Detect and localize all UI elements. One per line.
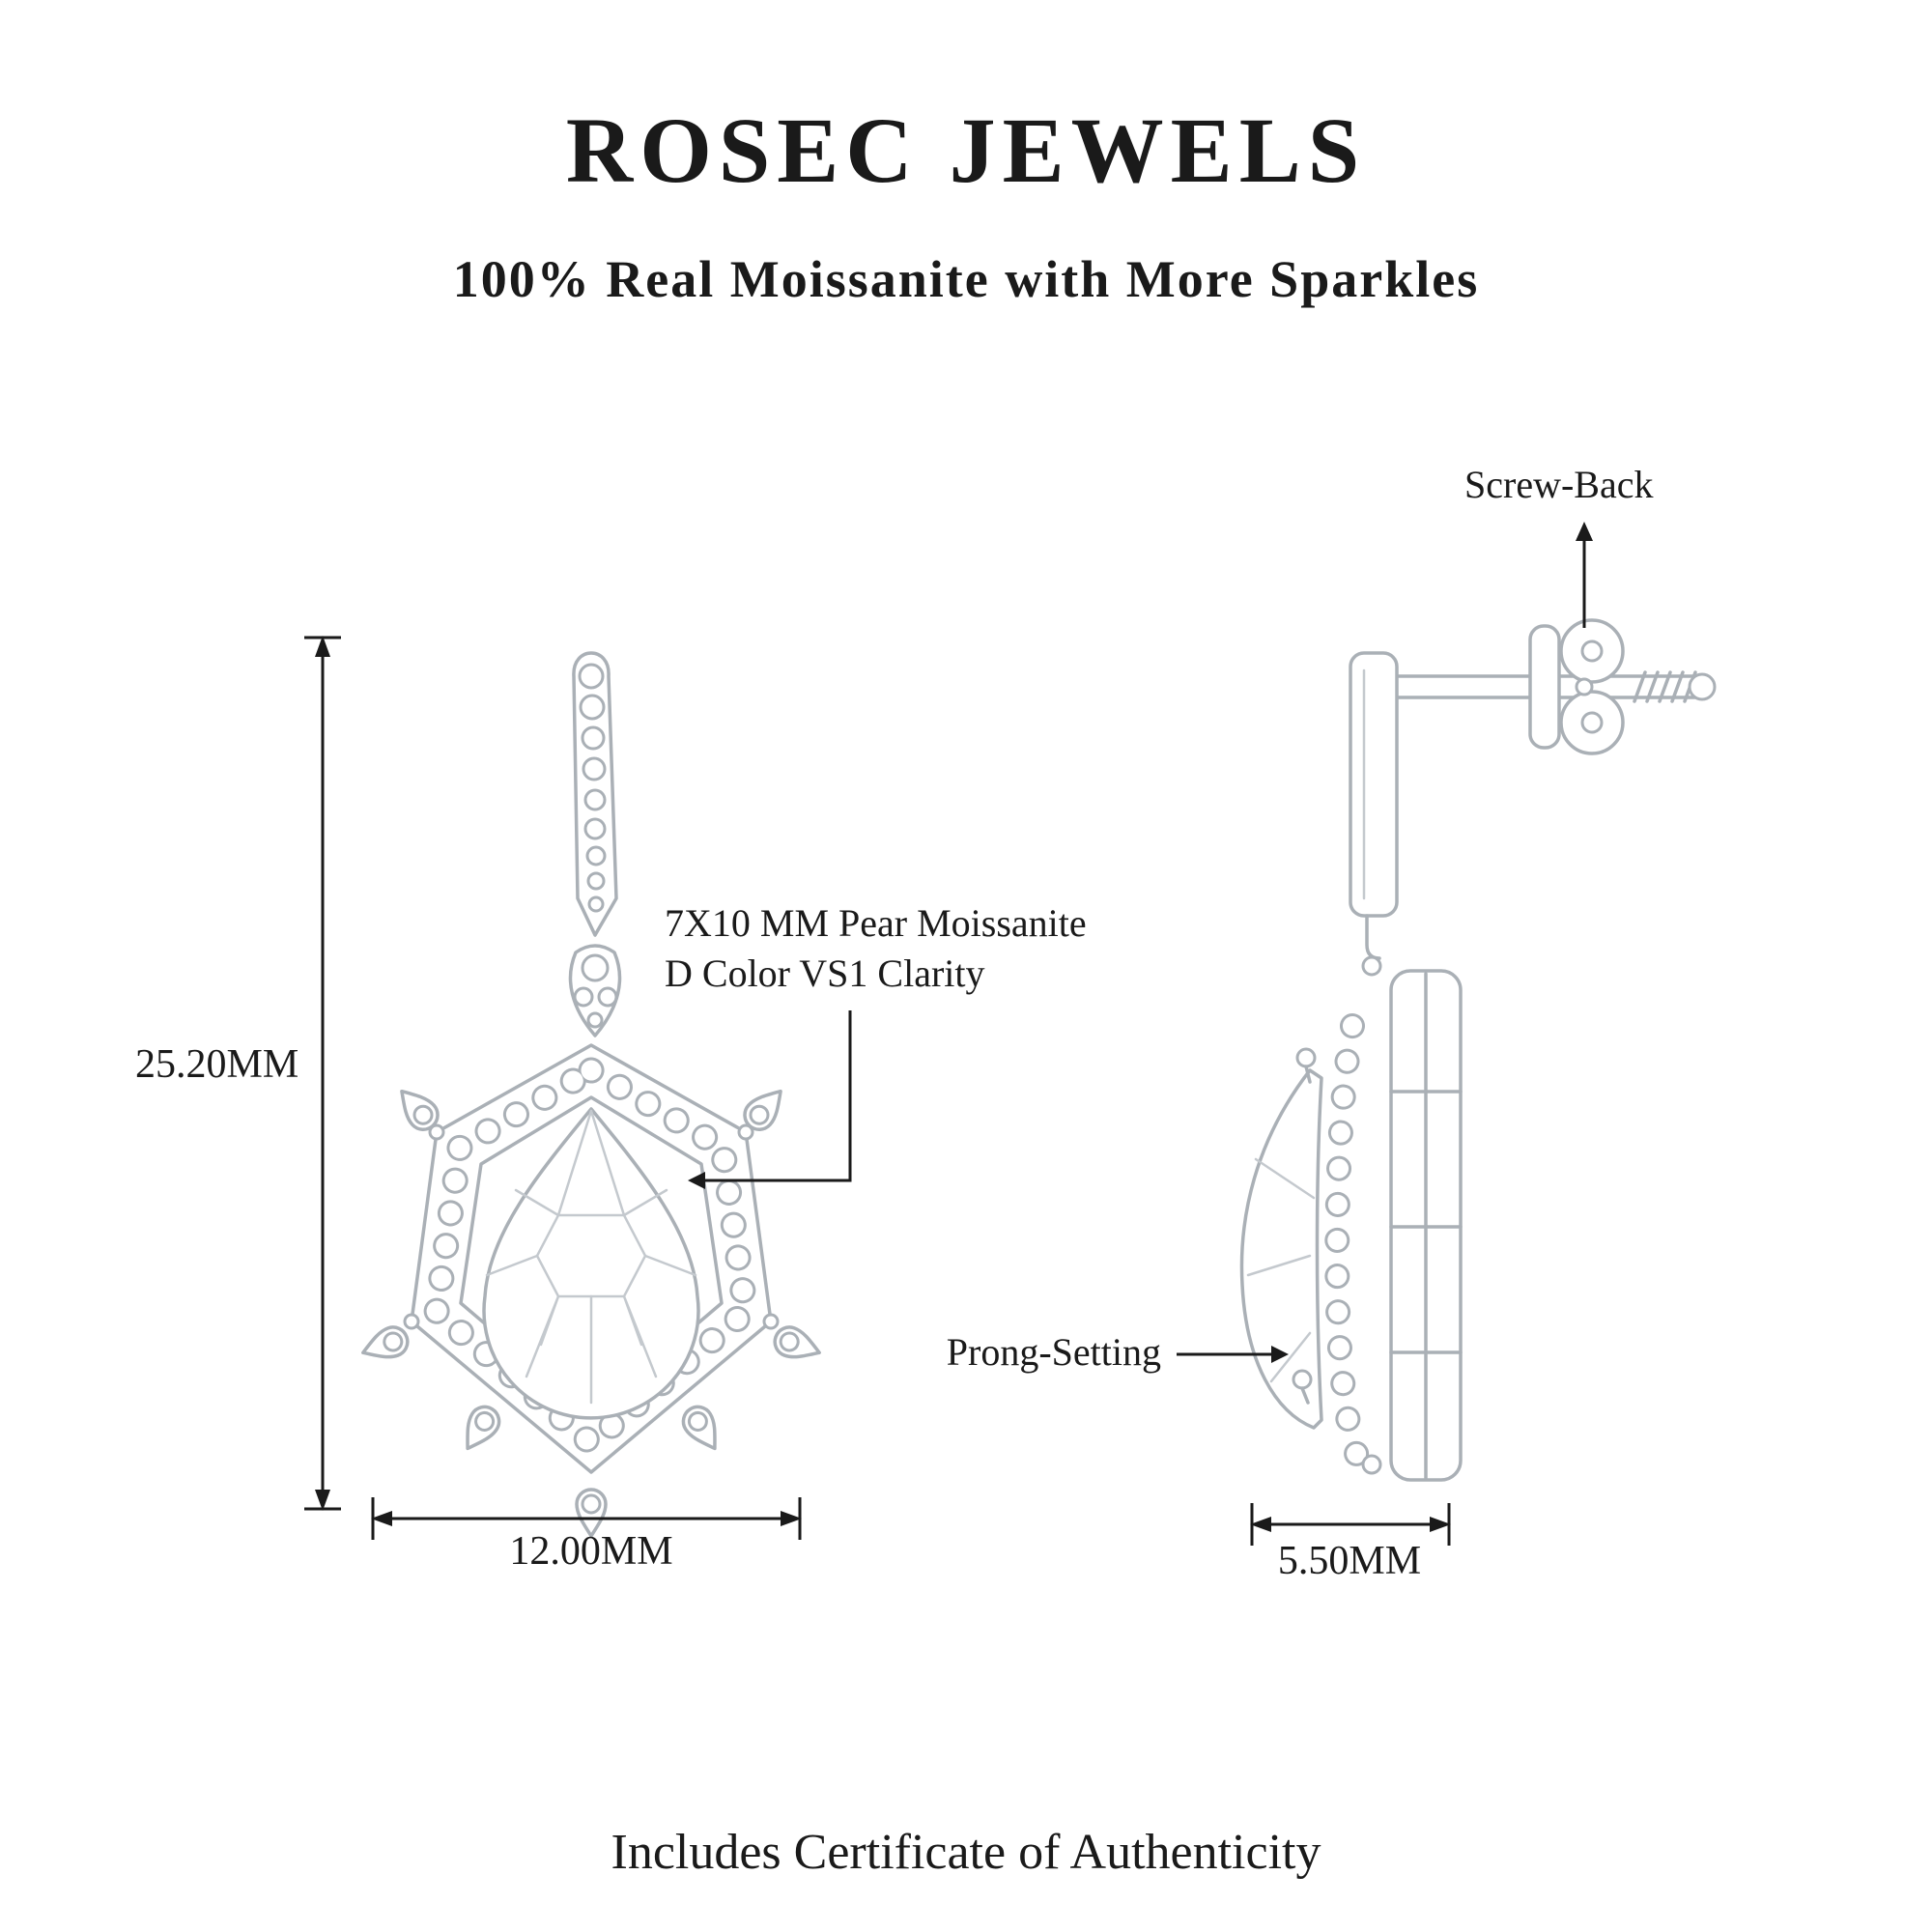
stone-leader-arrow (688, 1010, 852, 1189)
width-dimension-label: 12.00MM (509, 1529, 673, 1574)
depth-dimension-label: 5.50MM (1277, 1539, 1422, 1583)
screw-back-disc (1528, 624, 1561, 750)
stone-annotation: 7X10 MM Pear Moissanite D Color VS1 Clar… (665, 898, 1087, 999)
height-dimension-label: 25.20MM (135, 1042, 299, 1087)
screw-back-label: Screw-Back (1464, 463, 1654, 506)
prong-setting-label: Prong-Setting (946, 1330, 1161, 1374)
brand-title: ROSEC JEWELS (565, 99, 1367, 202)
front-earring-illustration (355, 651, 827, 1538)
height-dimension-line (304, 636, 341, 1511)
side-earring-illustration (1239, 618, 1717, 1482)
prong-dot-top (1295, 1047, 1317, 1068)
certificate-note: Includes Certificate of Authenticity (611, 1825, 1321, 1880)
depth-dimension-line (1250, 1503, 1451, 1546)
tagline: 100% Real Moissanite with More Sparkles (452, 250, 1480, 308)
stone-annotation-line1: 7X10 MM Pear Moissanite (665, 901, 1087, 945)
width-dimension-line (371, 1497, 802, 1540)
stone-annotation-line2: D Color VS1 Clarity (665, 952, 985, 995)
prong-dot-bottom (1292, 1369, 1313, 1390)
screw-back-leader-arrow (1576, 522, 1593, 628)
prong-leader-arrow (1177, 1346, 1289, 1363)
